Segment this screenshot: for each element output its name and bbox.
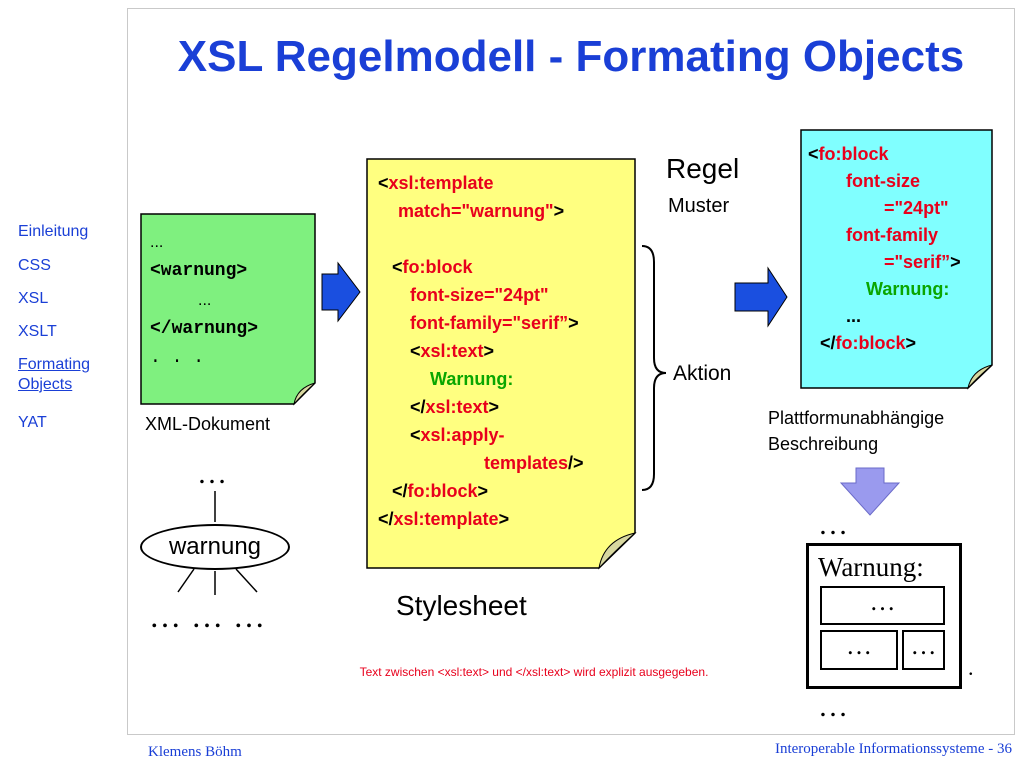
xml-document-fold (293, 382, 316, 406)
fo-line-font-size: font-size (846, 171, 920, 191)
note-text: Text zwischen <xsl:text> und </xsl:text>… (359, 665, 709, 679)
rendered-row2-right-box: … (902, 630, 945, 670)
tree-node-warnung: warnung (140, 524, 290, 570)
fo-line-font-size-value: ="24pt" (884, 198, 949, 218)
platform-label-line2: Beschreibung (768, 434, 879, 454)
code-line-apply-open: <xsl:apply- (410, 425, 505, 445)
fo-output-fold (967, 364, 993, 390)
rendered-row2-left-box: … (820, 630, 898, 670)
platform-label-line1: Plattformunabhängige (768, 408, 945, 428)
xml-line-trailing-dots: . . . (150, 348, 205, 368)
rendered-row1-box: … (820, 586, 945, 625)
muster-label: Muster (668, 195, 730, 217)
code-line-text-open: <xsl:text> (410, 341, 495, 361)
aktion-brace (641, 245, 667, 491)
stylesheet-shape (366, 158, 636, 569)
code-line-template-close: </xsl:template> (378, 509, 510, 529)
rendered-side-dot: . (968, 655, 975, 680)
code-line-match: match="warnung"> (398, 201, 565, 221)
footer-course-page: Interoperable Informationssysteme - 36 (774, 741, 1012, 757)
slide-frame (127, 8, 1015, 735)
code-line-warnung-text: Warnung: (430, 369, 514, 389)
nav-item-label-line1: Formating (18, 356, 91, 373)
code-line-block-close: </fo:block> (392, 481, 489, 501)
fo-line-warnung-text: Warnung: (866, 279, 950, 299)
tree-bottom-dots: … … … (149, 598, 266, 634)
arrow-stylesheet-to-fo (734, 266, 788, 328)
nav-item-einleitung[interactable]: Einleitung (18, 223, 89, 240)
nav-item-xslt[interactable]: XSLT (18, 323, 57, 340)
nav-item-formating-objects[interactable]: Formating Objects (18, 355, 90, 395)
fo-line-block-close: </fo:block> (820, 333, 917, 353)
slide-title: XSL Regelmodell - Formating Objects (177, 32, 965, 81)
stylesheet-label: Stylesheet (396, 590, 527, 621)
xml-line-inner-ellipsis: ... (198, 292, 212, 309)
xml-document-content: ... <warnung> ... </warnung> . . . (150, 228, 310, 373)
regel-label: Regel (666, 153, 740, 184)
nav-item-xsl[interactable]: XSL (18, 290, 49, 307)
fo-line-font-family: font-family (846, 225, 938, 245)
nav-item-label-line2: Objects (18, 376, 73, 393)
tree-top-dots: … (197, 457, 228, 490)
fo-output-shape (800, 129, 993, 389)
arrow-fo-to-rendering (839, 467, 901, 516)
footer-author: Klemens Böhm (148, 744, 242, 760)
code-line-font-family: font-family="serif”> (410, 313, 579, 333)
fo-output-code: <fo:block font-size ="24pt" font-family … (808, 141, 988, 357)
rendered-warnung-text: Warnung: (818, 552, 924, 582)
code-line-font-size: font-size="24pt" (410, 285, 549, 305)
fo-line-font-family-value: ="serif”> (884, 252, 961, 272)
code-line-block-open: <fo:block (392, 257, 473, 277)
xml-document-label: XML-Dokument (145, 414, 271, 434)
code-line-template-open: <xsl:template (378, 173, 494, 193)
platform-independent-label: Plattformunabhängige Beschreibung (768, 405, 944, 457)
stylesheet-code: <xsl:template match="warnung"> <fo:block… (378, 169, 618, 533)
aktion-label: Aktion (673, 362, 732, 385)
rendered-top-dots: … (818, 508, 849, 541)
nav-item-yat[interactable]: YAT (18, 414, 47, 431)
xml-line-close-tag: </warnung> (150, 319, 259, 339)
rendered-bottom-dots: … (818, 690, 849, 723)
code-line-apply-templates: templates/> (484, 453, 584, 473)
fo-line-block-open: <fo:block (808, 144, 889, 164)
nav-item-css[interactable]: CSS (18, 257, 51, 274)
xml-line-ellipsis: ... (150, 234, 164, 251)
code-line-text-close: </xsl:text> (410, 397, 500, 417)
xml-line-open-tag: <warnung> (150, 261, 248, 281)
arrow-xml-to-stylesheet (321, 261, 361, 323)
fo-line-ellipsis: ... (846, 306, 862, 326)
stylesheet-fold (598, 532, 637, 570)
